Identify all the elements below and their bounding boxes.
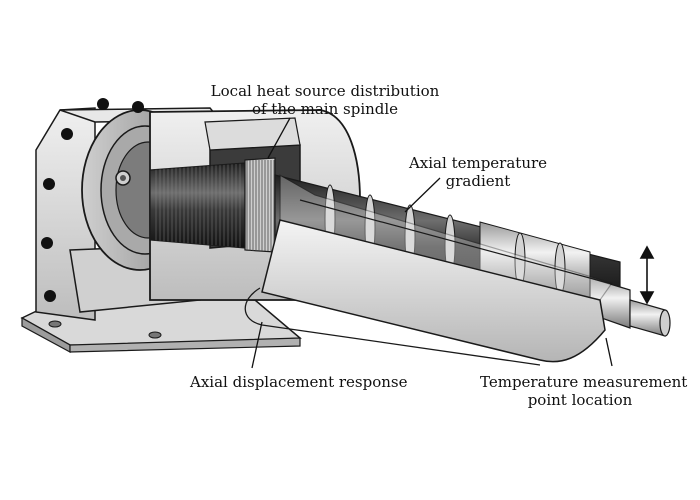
black-dot-markers bbox=[41, 98, 144, 302]
heat-source-label-line2: of the main spindle bbox=[251, 100, 399, 118]
axial-temperature-label-line2: gradient bbox=[445, 172, 511, 190]
axial-temperature-label-line1: Axial temperature bbox=[408, 154, 548, 172]
thread-lines bbox=[155, 163, 241, 248]
measurement-point-label-line2: point location bbox=[527, 391, 633, 409]
measurement-leader bbox=[605, 337, 613, 367]
outer-sleeve bbox=[244, 173, 613, 366]
displacement-label-text: Axial displacement response bbox=[190, 373, 408, 391]
displacement-leader bbox=[251, 321, 263, 369]
heat-source-leader bbox=[267, 117, 291, 159]
displacement-label: Axial displacement response bbox=[190, 373, 408, 391]
heat-source-label-line1: Local heat source distribution bbox=[210, 82, 440, 100]
heat-source-label: Local heat source distribution of the ma… bbox=[210, 82, 440, 118]
measurement-point-label: Temperature measurement point location bbox=[480, 373, 688, 409]
double-headed-vertical-arrow-icon bbox=[639, 245, 655, 305]
leader-lines bbox=[251, 117, 613, 369]
knurled-collar bbox=[246, 160, 275, 251]
axial-temperature-label: Axial temperature gradient bbox=[398, 154, 558, 190]
measurement-point-label-line1: Temperature measurement bbox=[480, 373, 688, 391]
axial-temp-leader bbox=[404, 177, 441, 213]
